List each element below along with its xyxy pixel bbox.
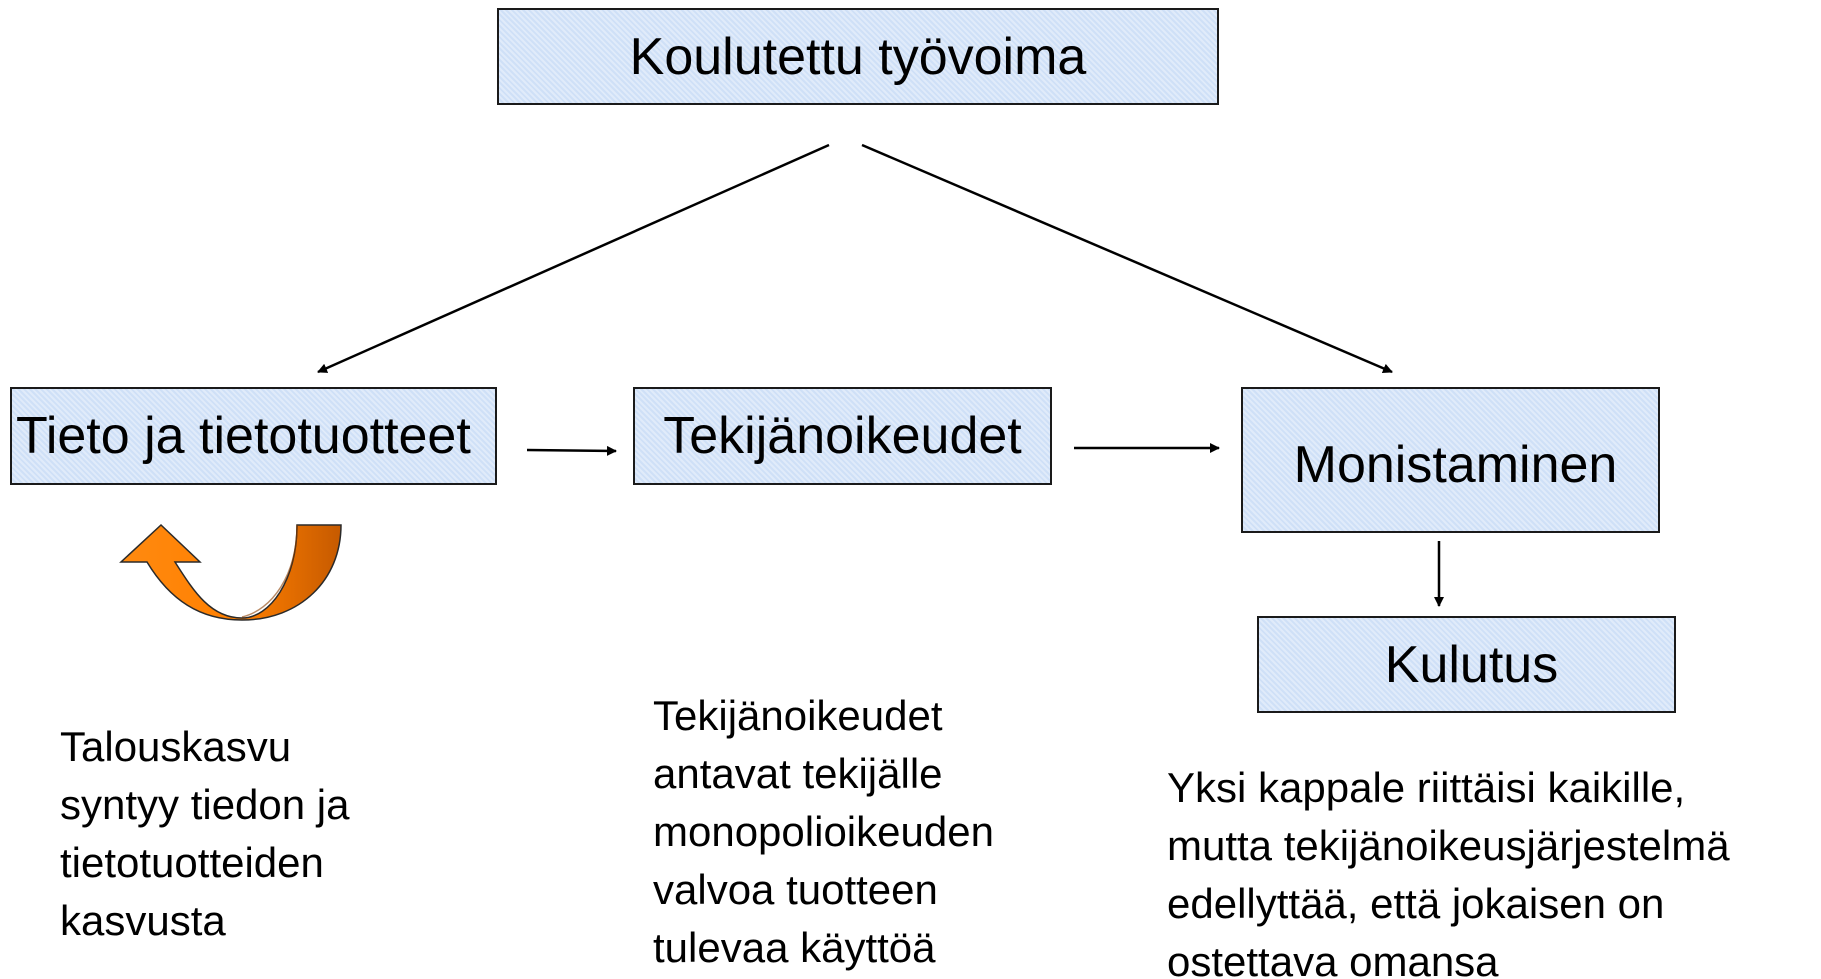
node-label: Monistaminen bbox=[1293, 436, 1618, 494]
note-yksi-kappale: Yksi kappale riittäisi kaikille, mutta t… bbox=[1167, 764, 1730, 979]
node-label: Koulutettu työvoima bbox=[629, 27, 1087, 86]
node-kulutus: Kulutus bbox=[1257, 616, 1676, 713]
note-talouskasvu: Talouskasvu syntyy tiedon ja tietotuotte… bbox=[60, 723, 350, 944]
note-tekijanoikeudet: Tekijänoikeudet antavat tekijälle monopo… bbox=[653, 692, 994, 971]
node-tieto-ja-tietotuotteet: Tieto ja tietotuotteet bbox=[10, 387, 497, 485]
node-koulutettu-tyovoima: Koulutettu työvoima bbox=[497, 8, 1219, 105]
node-monistaminen: Monistaminen bbox=[1241, 387, 1660, 533]
arrow-top-to-monistaminen bbox=[861, 143, 1393, 374]
node-label: Tekijänoikeudet bbox=[663, 407, 1022, 465]
node-tekijanoikeudet: Tekijänoikeudet bbox=[633, 387, 1052, 485]
node-label: Tieto ja tietotuotteet bbox=[16, 407, 471, 465]
arrow-top-to-tieto bbox=[317, 143, 830, 374]
arrow-tieto-to-tekija bbox=[526, 445, 617, 456]
u-turn-arrow-icon bbox=[119, 523, 342, 621]
node-label: Kulutus bbox=[1384, 635, 1559, 694]
